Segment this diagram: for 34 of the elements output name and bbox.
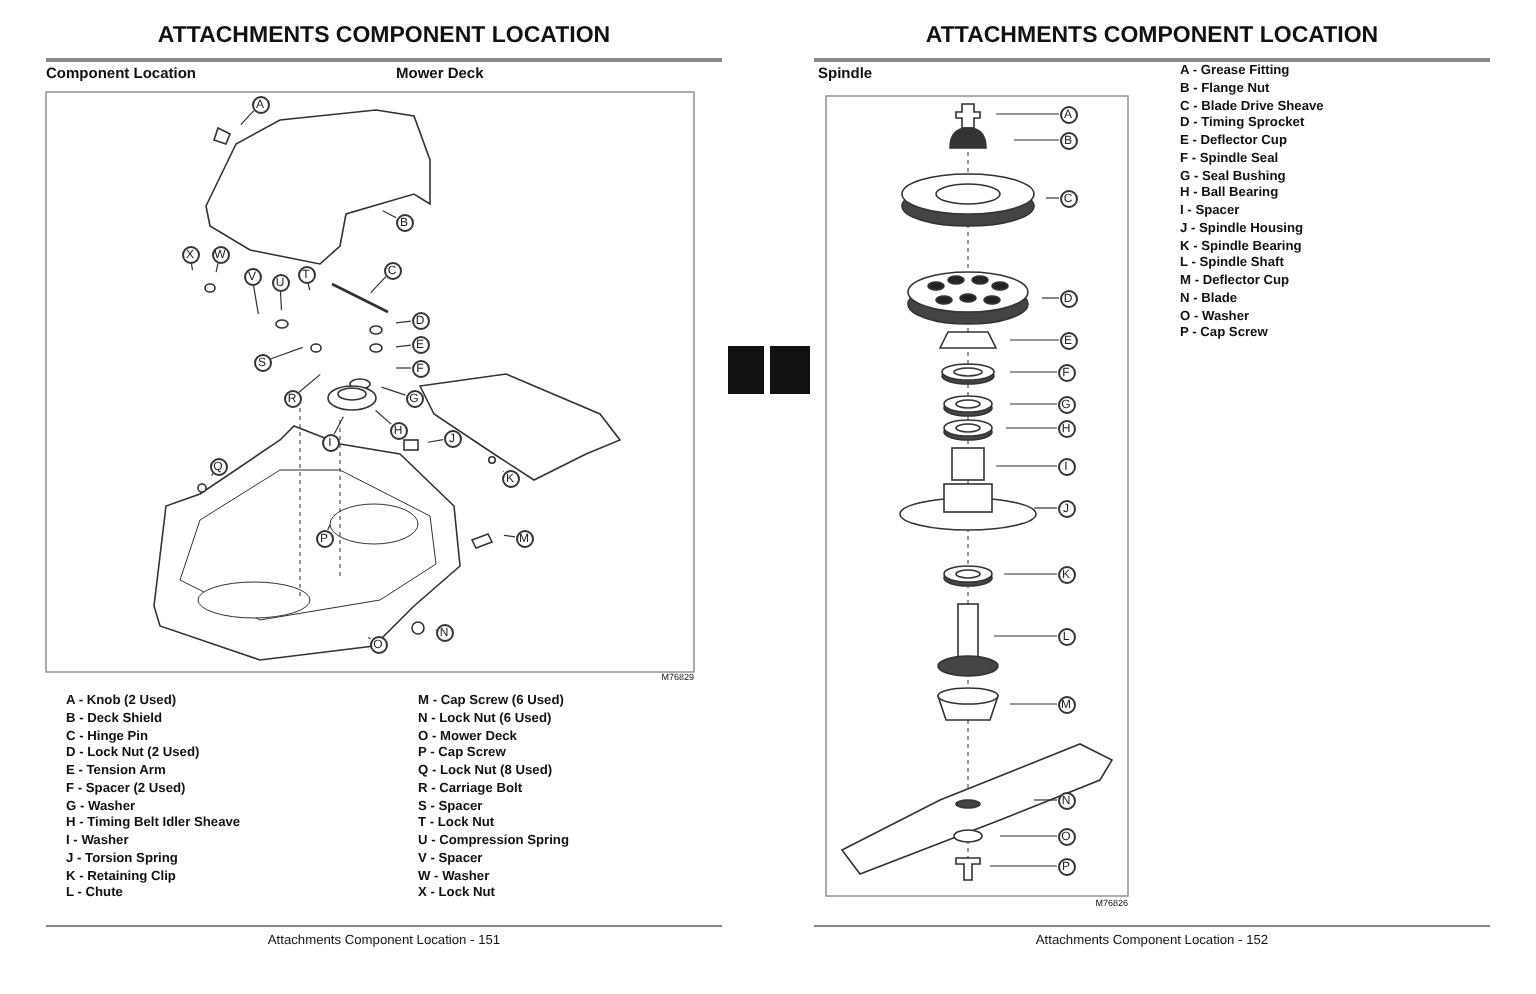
leader-line: [1009, 339, 1060, 341]
leader-line: [380, 386, 407, 396]
leader-line: [252, 284, 259, 315]
leader-line: [1033, 799, 1058, 801]
leader-line: [1009, 371, 1058, 373]
leader-line: [1009, 703, 1058, 705]
leader-line: [395, 344, 412, 348]
leader-line: [1033, 507, 1058, 509]
page-heading: ATTACHMENTS COMPONENT LOCATION: [923, 26, 1381, 49]
leader-line: [382, 210, 397, 219]
leader-line: [269, 346, 304, 360]
leader-line: [1041, 297, 1060, 299]
leader-line: [1005, 427, 1058, 429]
leader-line: [995, 113, 1060, 115]
leader-line: [395, 320, 412, 324]
leader-line: [327, 524, 331, 531]
leader-line: [1045, 197, 1060, 199]
leader-line: [427, 438, 444, 443]
leader-line: [989, 865, 1058, 867]
leader-line: [993, 635, 1058, 637]
leader-line: [374, 409, 392, 425]
leader-line: [503, 534, 516, 538]
leader-line: [395, 367, 412, 369]
leader-line: [333, 416, 344, 435]
leader-line: [1013, 139, 1060, 141]
page-heading: ATTACHMENTS COMPONENT LOCATION: [155, 26, 613, 49]
leader-line: [298, 373, 321, 393]
leader-line: [1009, 403, 1058, 405]
leader-line: [370, 275, 387, 294]
leader-line: [995, 465, 1058, 467]
leader-line: [240, 110, 255, 126]
leader-line: [279, 290, 283, 311]
leader-line: [1003, 573, 1058, 575]
leader-line: [999, 835, 1058, 837]
